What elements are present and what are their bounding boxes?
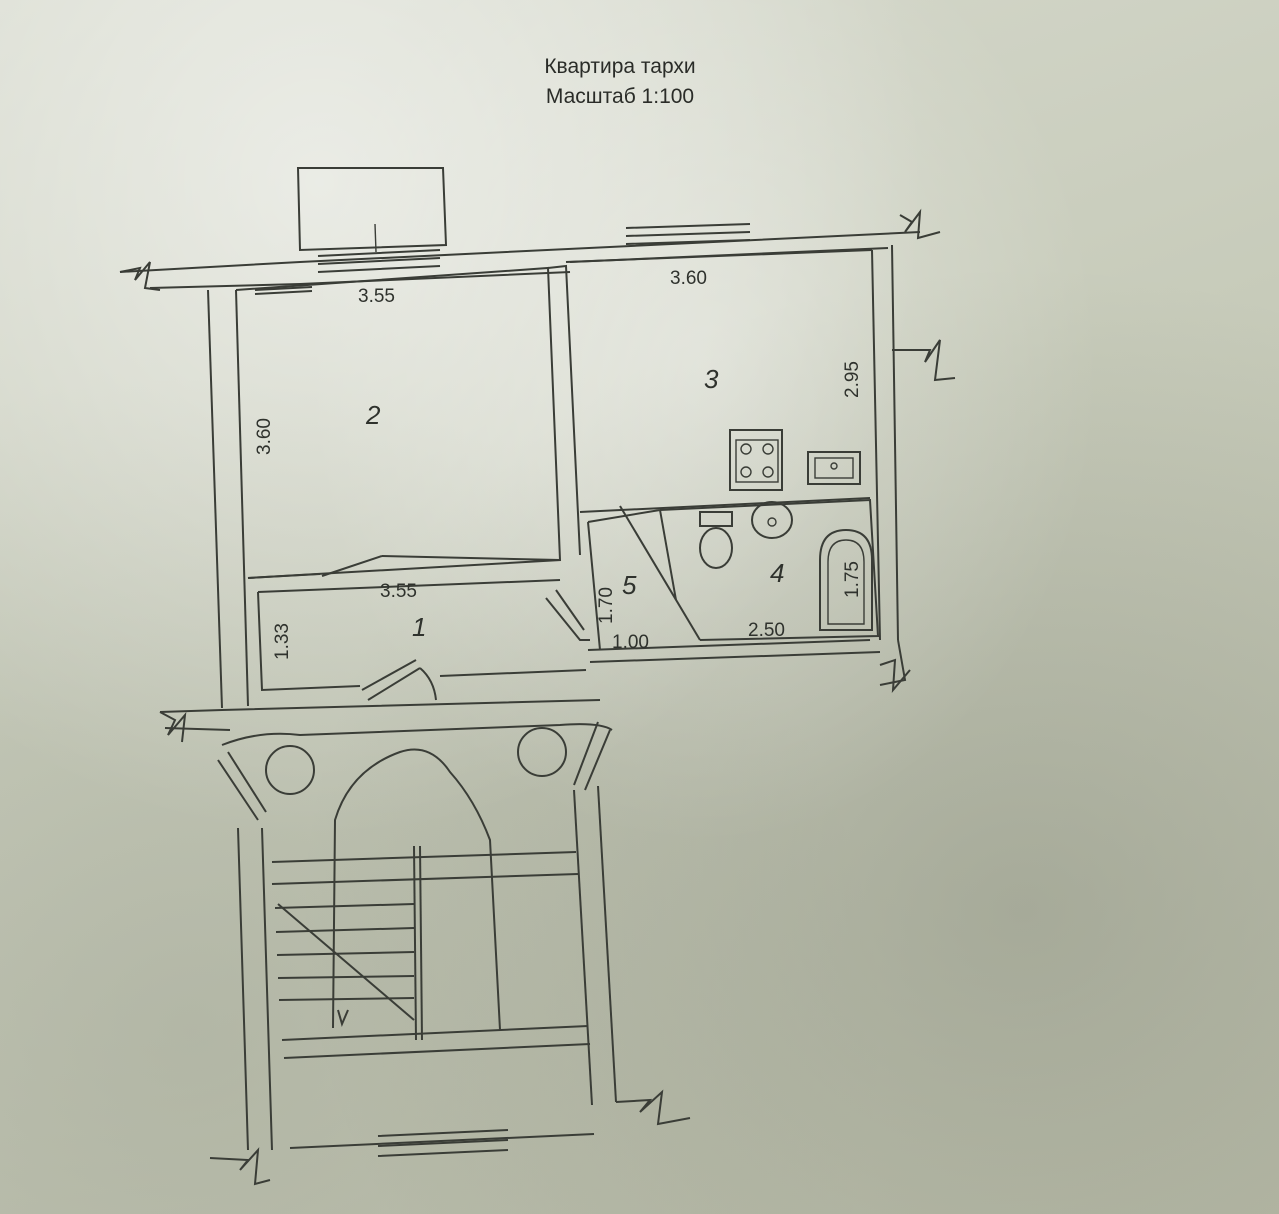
room-numbers: 1 2 3 4 5	[365, 364, 784, 642]
room-1	[257, 579, 881, 701]
dim-room1-top: 3.55	[380, 581, 417, 602]
plan-scale: Масштаб 1:100	[545, 85, 695, 108]
dim-room2-left: 3.60	[254, 418, 275, 455]
stairwell	[159, 699, 691, 1186]
dim-room5-width: 1.00	[612, 632, 649, 653]
room-2	[235, 264, 581, 579]
room-number-2: 2	[365, 400, 381, 430]
toilet-icon	[699, 511, 733, 569]
stove-icon	[729, 429, 783, 491]
washbasin-icon	[751, 501, 793, 539]
room-number-3: 3	[704, 364, 719, 394]
room-3	[565, 249, 873, 523]
room-number-4: 4	[770, 558, 784, 588]
dim-room4-width: 2.50	[748, 620, 785, 641]
room-5	[545, 505, 701, 651]
dim-room5-height: 1.70	[596, 587, 617, 624]
kitchen-sink-icon	[807, 451, 861, 485]
dim-room3-top: 3.60	[670, 268, 707, 289]
plan-title: Квартира тархи	[544, 55, 696, 78]
bathtub-icon	[819, 528, 873, 631]
dim-bathtub: 1.75	[842, 561, 863, 598]
dimension-labels: 3.55 3.60 3.60 2.95 3.55 1.33 1.70 1.00 …	[254, 268, 863, 660]
dim-room1-left: 1.33	[272, 623, 293, 660]
dim-room3-right: 2.95	[842, 361, 863, 398]
exterior-walls	[119, 167, 956, 709]
dim-room2-top: 3.55	[358, 286, 395, 307]
room-number-5: 5	[622, 570, 637, 600]
room-4	[659, 498, 880, 641]
room-number-1: 1	[412, 612, 426, 642]
